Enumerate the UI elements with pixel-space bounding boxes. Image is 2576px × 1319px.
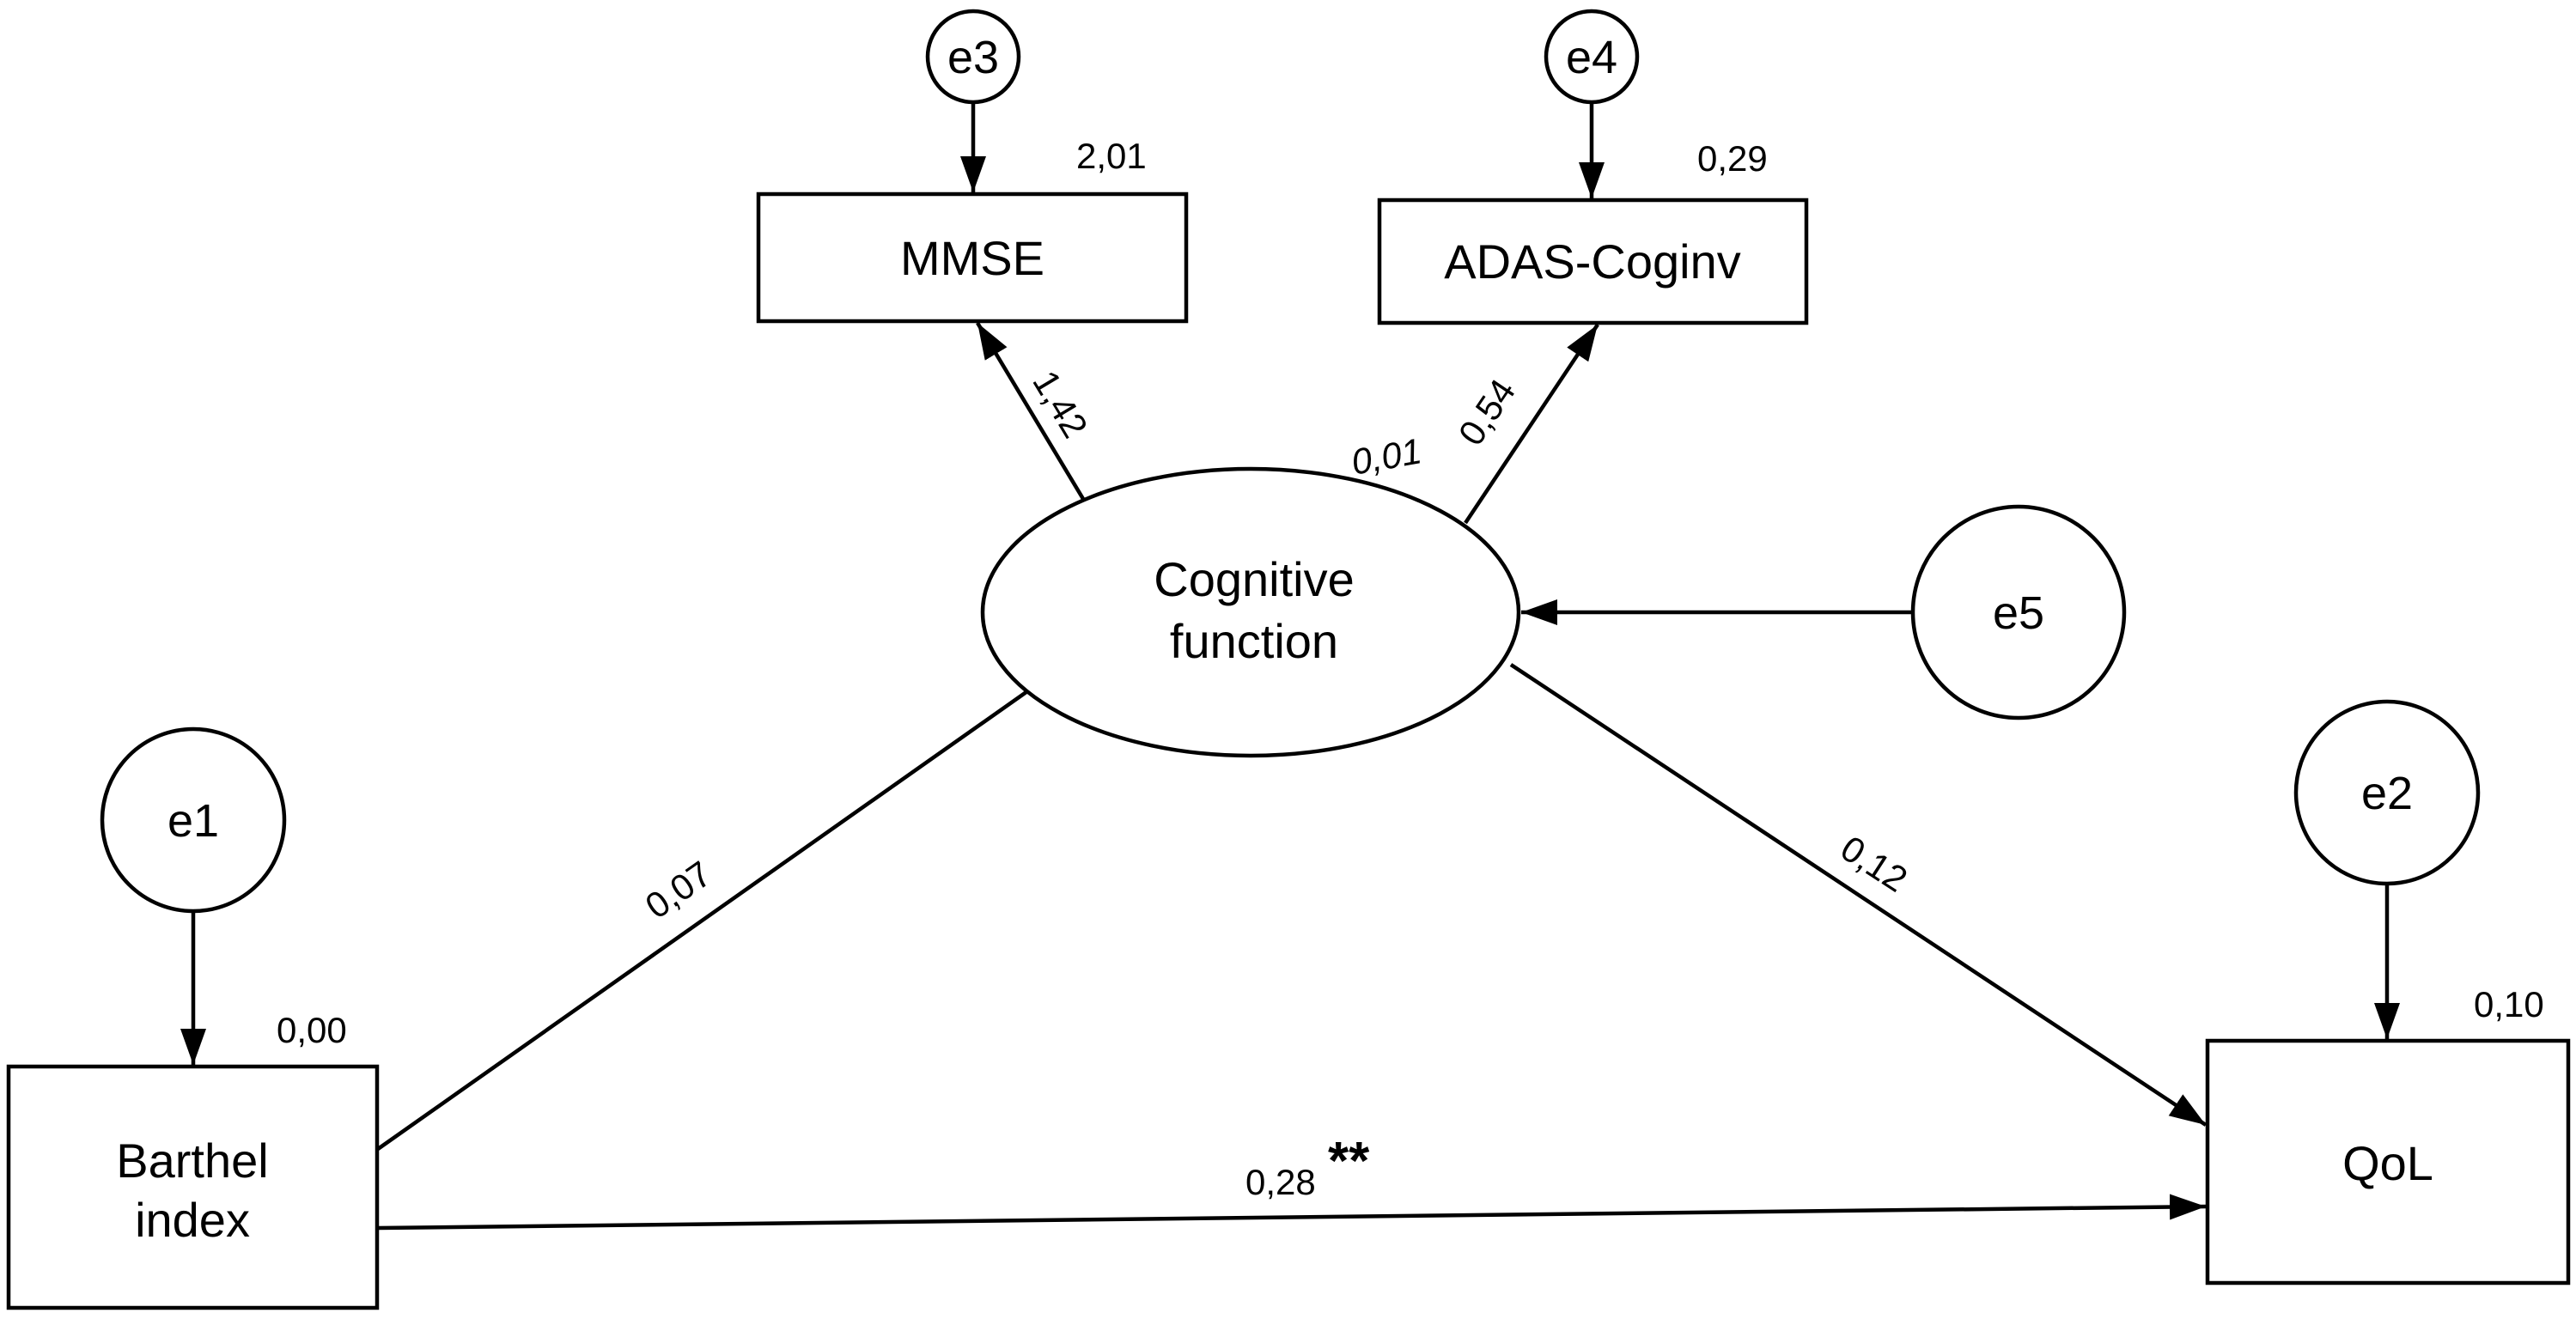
arrow-barthel-to-cognitive: [376, 667, 1061, 1151]
node-mmse-label: MMSE: [900, 231, 1044, 285]
error-e2: e2: [2293, 699, 2481, 886]
node-cognitive-function-label-line2: function: [1170, 614, 1338, 668]
variance-qol: 0,10: [2474, 984, 2544, 1024]
node-cognitive-function-label-line1: Cognitive: [1154, 552, 1354, 606]
error-e5-label: e5: [1993, 587, 2044, 639]
error-e5: e5: [1910, 504, 2127, 720]
error-e3: e3: [925, 9, 1021, 105]
error-e2-label: e2: [2361, 768, 2413, 819]
node-adas-coginv-label: ADAS-Coginv: [1444, 234, 1740, 289]
coef-barthel-to-qol: 0,28: [1245, 1162, 1316, 1202]
node-qol: QoL: [2205, 1038, 2571, 1286]
error-e4: e4: [1544, 9, 1640, 105]
error-e1-label: e1: [167, 795, 219, 847]
node-cognitive-function: Cognitive function: [980, 466, 1521, 758]
coef-barthel-to-qol-significance: **: [1328, 1132, 1370, 1191]
arrow-cognitive-to-qol: [1509, 663, 2208, 1127]
coef-cognitive-to-mmse: 1,42: [1025, 363, 1095, 444]
node-barthel-index-label-line1: Barthel: [116, 1134, 268, 1188]
variance-adas-coginv: 0,29: [1697, 138, 1768, 179]
coef-cognitive-to-qol: 0,12: [1834, 828, 1915, 900]
node-mmse: MMSE: [756, 191, 1189, 324]
arrow-cognitive-to-adas: [1464, 323, 1599, 525]
node-qol-label: QoL: [2342, 1136, 2433, 1190]
coef-cognitive-to-adas: 0,54: [1451, 372, 1524, 453]
error-e4-label: e4: [1566, 32, 1617, 83]
arrow-barthel-to-qol: [378, 1194, 2207, 1231]
variance-mmse: 2,01: [1076, 136, 1147, 176]
error-e3-label: e3: [947, 32, 999, 83]
node-barthel-index: Barthel index: [6, 1064, 380, 1310]
error-e1: e1: [100, 726, 287, 914]
node-adas-coginv: ADAS-Coginv: [1377, 198, 1809, 325]
node-barthel-index-label-line2: index: [135, 1193, 250, 1247]
variance-barthel-index: 0,00: [277, 1010, 347, 1050]
variance-cognitive-function: 0,01: [1349, 430, 1425, 482]
arrow-cognitive-to-mmse: [976, 321, 1095, 518]
